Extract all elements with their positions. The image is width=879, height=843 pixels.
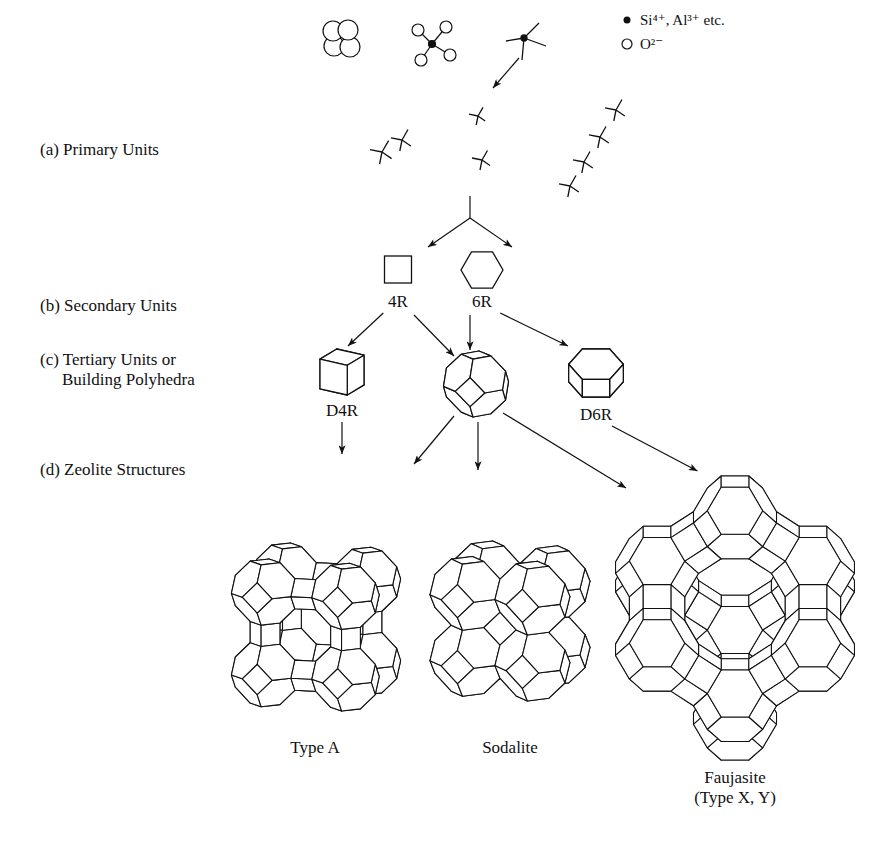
polyhedron-face (441, 585, 473, 618)
polyhedron-face (242, 664, 272, 694)
polyhedron-face (785, 620, 840, 667)
sodalite-cage (444, 351, 509, 417)
polyhedron-face (799, 585, 827, 609)
polyhedron-face (643, 585, 671, 609)
polyhedron-face (799, 608, 827, 619)
polyhedron-face (261, 623, 280, 646)
prism-node: D4R (312, 347, 372, 421)
polyhedron-face (643, 608, 671, 619)
polyhedron-face (242, 583, 272, 613)
row-label-box: (a) Primary Units (40, 140, 159, 160)
polyhedron-face (323, 669, 353, 699)
node-label: Faujasite (Type X, Y) (687, 768, 783, 808)
polyhedron-face (342, 627, 361, 650)
polyhedron-face (582, 379, 609, 397)
polyhedron-face (506, 589, 538, 622)
six-ring (461, 252, 503, 288)
shape-drawing (231, 543, 400, 711)
polyhedron-face (629, 620, 684, 667)
ball-stick-tetrahedron (412, 21, 456, 66)
shape-drawing (430, 541, 590, 701)
row-label-box: (b) Secondary Units (40, 296, 177, 316)
primary-tetrahedra (370, 100, 625, 198)
polyhedron-face (721, 659, 749, 670)
shape-drawing (616, 476, 855, 760)
oxygen-circle (622, 39, 632, 49)
polyhedron-face (721, 476, 749, 487)
polyhedron-face (320, 359, 347, 395)
row-label-box: (d) Zeolite Structures (40, 460, 185, 480)
four-ring (385, 256, 412, 283)
legend-text: O²⁻ (640, 32, 725, 56)
node-label: Type A (212, 738, 418, 758)
node-label: D6R (556, 405, 636, 425)
ring-node: 4R (377, 254, 419, 312)
shape-drawing (569, 349, 624, 397)
shape-outline (377, 254, 419, 286)
structure-node: Type A (212, 455, 418, 758)
polyhedron-face (455, 378, 484, 407)
polyhedron-face (643, 526, 671, 537)
flow-arrow (500, 313, 568, 346)
shape-outline (425, 455, 595, 730)
polyhedron-face (506, 655, 538, 688)
flow-arrow (348, 313, 383, 346)
shape-outline (610, 472, 860, 764)
legend-text: Si⁴⁺, Al³⁺ etc. (640, 8, 725, 32)
sphere-tetrahedron (323, 20, 360, 57)
shape-outline (212, 455, 418, 730)
legend: Si⁴⁺, Al³⁺ etc.O²⁻ (640, 8, 725, 56)
row-label-box: (c) Tertiary Units or Building Polyhedra (40, 350, 207, 390)
polyhedron-face (707, 487, 762, 534)
prism-node: D6R (556, 347, 636, 425)
structure-node: Faujasite (Type X, Y) (610, 472, 860, 808)
shape-outline (456, 250, 508, 290)
polyhedron-face (610, 364, 624, 397)
node-label: Sodalite (425, 738, 595, 758)
polyhedron-face (347, 355, 364, 395)
cation-dot (624, 17, 631, 24)
node-label: 4R (377, 292, 419, 312)
row-label: (c) Tertiary Units or Building Polyhedra (40, 350, 207, 390)
shape-outline (556, 347, 636, 399)
flow-arrow (612, 426, 698, 471)
polyhedron-face (721, 595, 749, 606)
polyhedron-face (799, 526, 827, 537)
ring-node: 6R (456, 250, 508, 312)
shape-drawing (461, 252, 503, 288)
shape-outline (312, 347, 372, 397)
row-label: (a) Primary Units (40, 140, 159, 160)
shape-drawing (320, 349, 364, 395)
polyhedron-face (441, 651, 473, 684)
node-label: 6R (456, 292, 508, 312)
flow-arrow (341, 422, 342, 454)
shape-drawing (385, 256, 412, 283)
node-label: D4R (312, 401, 372, 421)
structure-node: Sodalite (425, 455, 595, 758)
stick-tetrahedron (506, 23, 546, 60)
polyhedron-face (323, 587, 353, 617)
row-label: (d) Zeolite Structures (40, 460, 185, 480)
polyhedron-face (569, 364, 583, 397)
row-label: (b) Secondary Units (40, 296, 177, 316)
